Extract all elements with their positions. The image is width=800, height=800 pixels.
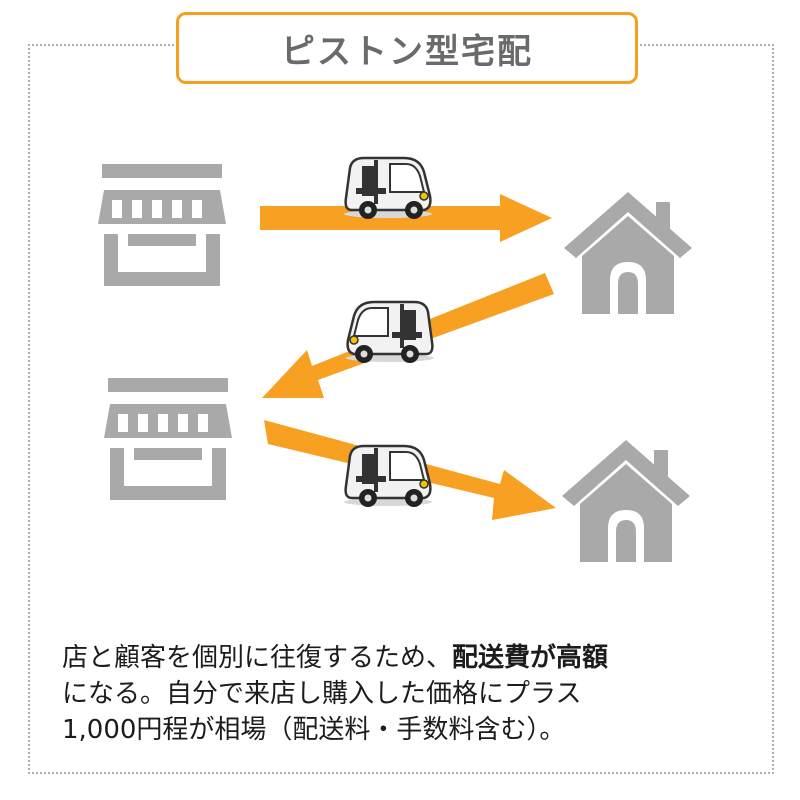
house-icon: [564, 192, 692, 314]
shop-icon: [98, 164, 226, 286]
delivery-vehicle-icon: [344, 300, 436, 365]
delivery-vehicle-icon: [342, 444, 434, 509]
caption-line-1: 店と顧客を個別に往復するため、配送費が高額: [62, 640, 762, 676]
caption-highlight: 配送費が高額: [452, 643, 609, 673]
arrow-icon: [260, 194, 552, 242]
caption-text: 店と顧客を個別に往復するため、: [62, 643, 453, 673]
delivery-vehicle-icon: [342, 156, 434, 221]
caption-line-2: になる。自分で来店し購入した価格にプラス: [62, 679, 582, 709]
title-box: ピストン型宅配: [176, 12, 638, 84]
diagram-title: ピストン型宅配: [281, 31, 533, 72]
caption: 店と顧客を個別に往復するため、配送費が高額 になる。自分で来店し購入した価格にプ…: [62, 640, 762, 748]
house-icon: [562, 440, 690, 562]
shop-icon: [104, 378, 232, 500]
caption-line-3: 1,000円程が相場（配送料・手数料含む）。: [62, 715, 566, 745]
